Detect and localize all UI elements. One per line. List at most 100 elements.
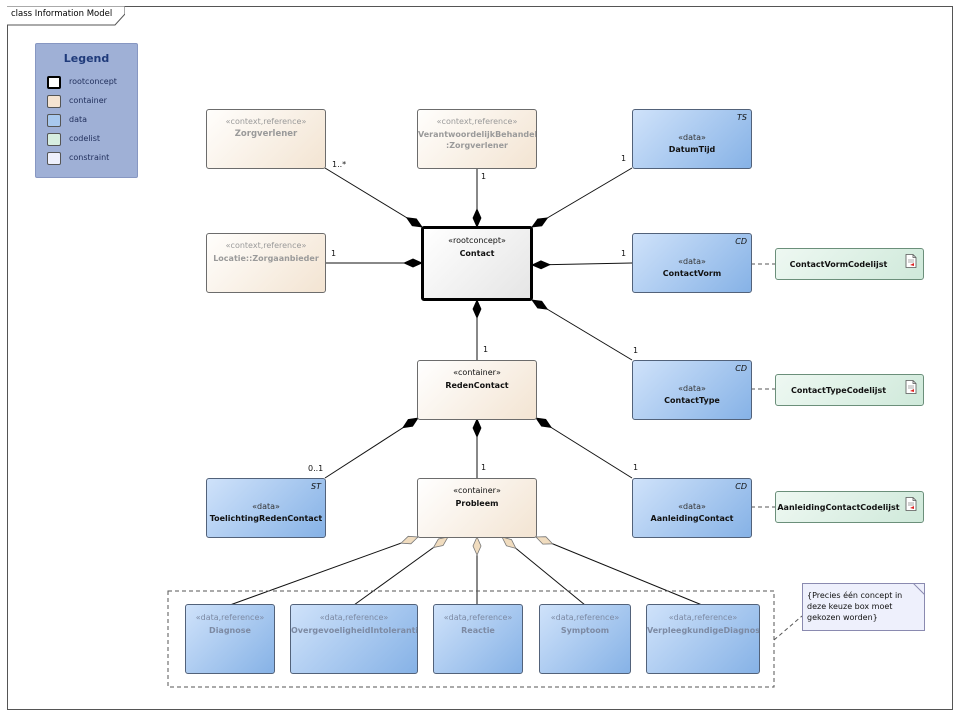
- node-stereotype: «context,reference»: [436, 117, 518, 126]
- node-name: Diagnose: [209, 626, 251, 635]
- node-contact[interactable]: «rootconcept» Contact: [421, 226, 533, 301]
- legend-swatch: [47, 76, 61, 89]
- node-name: Probleem: [455, 499, 499, 508]
- node-overgevoeligheid-intolerantie[interactable]: «data,reference» OvergevoeligheidIntoler…: [290, 604, 418, 674]
- edge-aanleiding-redencontact: [535, 417, 633, 479]
- node-stereotype: «data,reference»: [195, 613, 265, 622]
- multiplicity-datumtijd: 1: [621, 154, 627, 163]
- choice-box: [167, 590, 775, 688]
- legend-title: Legend: [63, 52, 110, 65]
- legend-label: data: [69, 115, 88, 124]
- node-contactvorm-codelijst[interactable]: ContactVormCodelijst: [775, 248, 924, 280]
- node-name: ContactVormCodelijst: [789, 259, 888, 269]
- note-text: {Precies één concept in deze keuze box m…: [807, 591, 903, 622]
- node-stereotype: «data,reference»: [443, 613, 513, 622]
- legend-label: container: [69, 96, 107, 105]
- node-name: AanleidingContactCodelijst: [777, 502, 900, 512]
- node-stereotype: «container»: [453, 368, 501, 377]
- node-stereotype: «data»: [678, 257, 706, 266]
- node-type-tag: ST: [311, 482, 321, 491]
- frame-title-tab: [7, 6, 125, 26]
- document-icon: [905, 497, 917, 511]
- node-symptoom[interactable]: «data,reference» Symptoom: [539, 604, 631, 674]
- legend-swatch: [47, 95, 61, 108]
- edge-diagnose-probleem: [229, 535, 419, 606]
- note-corner-fold: [913, 584, 924, 595]
- node-verpleegkundige-diagnose[interactable]: «data,reference» VerpleegkundigeDiagnose: [646, 604, 760, 674]
- node-stereotype: «data»: [678, 502, 706, 511]
- node-name: OvergevoeligheidIntolerantie: [291, 626, 418, 635]
- legend-label: codelist: [69, 134, 101, 143]
- node-verantwoordelijk-behandelaar[interactable]: «context,reference» VerantwoordelijkBeha…: [417, 109, 537, 169]
- node-name: VerantwoordelijkBehandelaar:: [418, 130, 537, 139]
- node-stereotype: «data,reference»: [319, 613, 389, 622]
- node-type-tag: CD: [735, 364, 747, 373]
- node-name: AanleidingContact: [650, 514, 734, 523]
- node-stereotype: «container»: [453, 486, 501, 495]
- legend-swatch: [47, 152, 61, 165]
- diagram-frame: [7, 6, 953, 710]
- multiplicity-contactvorm: 1: [621, 249, 627, 258]
- legend-label: rootconcept: [69, 77, 117, 86]
- legend-swatch: [47, 133, 61, 146]
- node-diagnose[interactable]: «data,reference» Diagnose: [185, 604, 275, 674]
- node-zorgverlener[interactable]: «context,reference» Zorgverlener: [206, 109, 326, 169]
- edge-contactvorm-contact: [531, 260, 633, 270]
- edge-contacttype-contact: [531, 299, 633, 361]
- node-name: DatumTijd: [668, 145, 716, 154]
- node-stereotype: «context,reference»: [225, 241, 307, 250]
- multiplicity-toelichting: 0..1: [308, 464, 324, 473]
- node-locatie[interactable]: «context,reference» Locatie::Zorgaanbied…: [206, 233, 326, 293]
- edge-symptoom-probleem: [501, 536, 586, 606]
- node-name: Zorgverlener: [234, 129, 298, 139]
- node-name: Symptoom: [560, 626, 610, 635]
- node-name: Reactie: [461, 626, 495, 635]
- node-name: ContactVorm: [662, 269, 722, 278]
- node-name: VerpleegkundigeDiagnose: [647, 626, 760, 635]
- node-name: Contact: [459, 249, 495, 258]
- edge-verpleegkundige-probleem: [535, 536, 703, 606]
- node-name: ToelichtingRedenContact: [209, 514, 323, 523]
- multiplicity-probleem: 1: [481, 463, 487, 472]
- node-contacttype[interactable]: CD «data» ContactType: [632, 360, 752, 420]
- node-name: Locatie::Zorgaanbieder: [213, 254, 319, 263]
- legend: Legend rootconcept container data codeli…: [35, 43, 138, 178]
- node-redencontact[interactable]: «container» RedenContact: [417, 360, 537, 420]
- node-name: ContactTypeCodelijst: [790, 385, 887, 395]
- node-stereotype: «data»: [678, 384, 706, 393]
- multiplicity-aanleiding: 1: [633, 463, 639, 472]
- node-type-tag: CD: [735, 237, 747, 246]
- node-contacttype-codelijst[interactable]: ContactTypeCodelijst: [775, 374, 924, 406]
- node-type-tag: TS: [737, 113, 747, 122]
- node-reactie[interactable]: «data,reference» Reactie: [433, 604, 523, 674]
- node-name: RedenContact: [445, 381, 509, 390]
- node-stereotype: «data,reference»: [550, 613, 620, 622]
- node-aanleidingcontact[interactable]: CD «data» AanleidingContact: [632, 478, 752, 538]
- constraint-note[interactable]: {Precies één concept in deze keuze box m…: [802, 583, 925, 631]
- node-datumtijd[interactable]: TS «data» DatumTijd: [632, 109, 752, 169]
- node-probleem[interactable]: «container» Probleem: [417, 478, 537, 538]
- node-stereotype: «data,reference»: [668, 613, 738, 622]
- legend-label: constraint: [69, 153, 110, 162]
- node-name: ContactType: [664, 396, 720, 405]
- edge-toelichting-redencontact: [324, 417, 419, 479]
- document-icon: [905, 254, 917, 268]
- legend-swatch: [47, 114, 61, 127]
- node-aanleiding-codelijst[interactable]: AanleidingContactCodelijst: [775, 491, 924, 523]
- node-stereotype: «context,reference»: [225, 117, 307, 126]
- edge-overgevoeligheid-probleem: [353, 536, 449, 606]
- multiplicity-zorgverlener: 1..*: [332, 160, 347, 169]
- diagram-title: class Information Model: [11, 9, 113, 19]
- multiplicity-contacttype: 1: [633, 346, 639, 355]
- multiplicity-redencontact: 1: [483, 345, 489, 354]
- edge-zorgverlener-contact: [324, 167, 423, 228]
- node-stereotype: «data»: [252, 502, 280, 511]
- node-stereotype: «rootconcept»: [448, 236, 506, 245]
- multiplicity-verantwoordelijk: 1: [481, 172, 487, 181]
- multiplicity-locatie: 1: [331, 249, 337, 258]
- node-name-line2: :Zorgverlener: [446, 141, 508, 150]
- node-toelichting-reden-contact[interactable]: ST «data» ToelichtingRedenContact: [206, 478, 326, 538]
- document-icon: [905, 380, 917, 394]
- node-contactvorm[interactable]: CD «data» ContactVorm: [632, 233, 752, 293]
